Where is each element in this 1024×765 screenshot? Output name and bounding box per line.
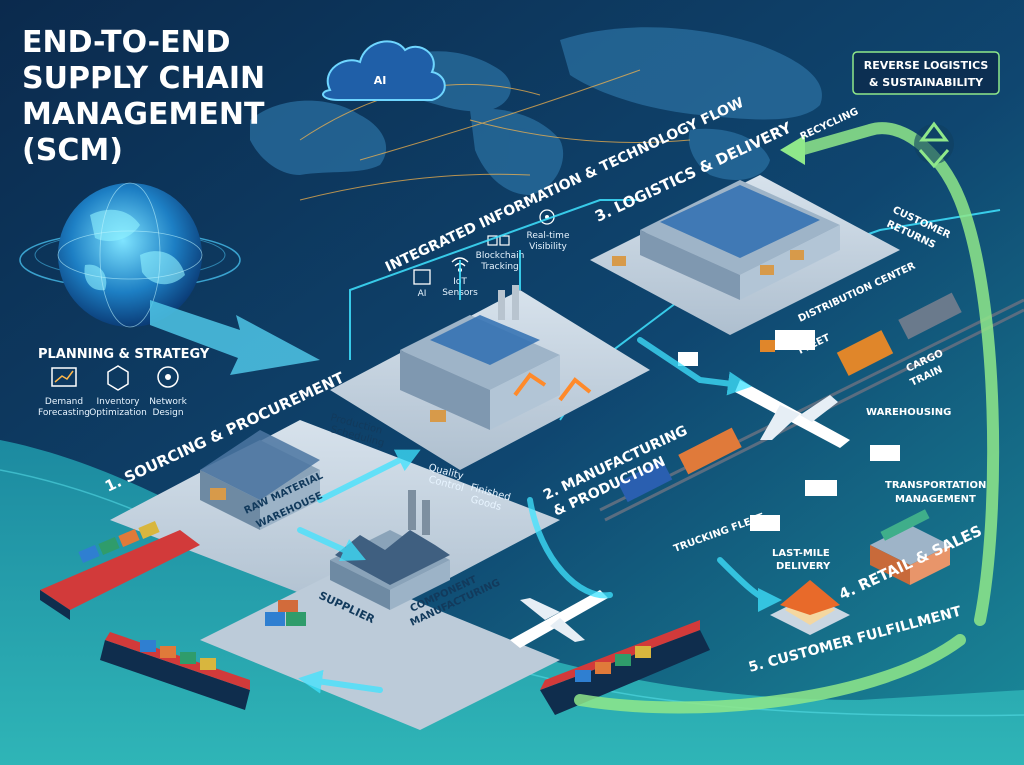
title-line-3: MANAGEMENT [22, 97, 265, 132]
chart-icon [51, 367, 77, 387]
supplier-containers [265, 600, 306, 626]
cloud-ai-label: AI [374, 74, 387, 87]
reverse-logistics-loop [574, 122, 1000, 714]
cargo-ship-2 [100, 632, 250, 710]
manufacturing-plant [400, 285, 592, 430]
planning-item-network: Network Design [149, 366, 188, 418]
tech-item-label: AI [418, 289, 427, 299]
planning-item-label: Network [149, 397, 187, 407]
tech-item-ai: AI [413, 269, 431, 299]
planning-item-label: Inventory [97, 397, 141, 407]
reverse-logistics-badge: REVERSE LOGISTICS & SUSTAINABILITY [852, 51, 1000, 95]
recycle-icon [914, 121, 954, 169]
transportation-management-line-2: MANAGEMENT [895, 494, 976, 505]
cloud-ai-icon: AI [322, 40, 446, 101]
globe-arrow [150, 300, 320, 375]
process-flow-arrows [297, 337, 782, 694]
title-line-2: SUPPLY CHAIN [22, 61, 265, 96]
tech-item-label: Blockchain [476, 251, 525, 261]
cargo-plane-1 [735, 380, 850, 448]
globe-icon [19, 182, 241, 328]
last-mile-line-1: LAST-MILE [772, 548, 830, 559]
raw-material-warehouse [200, 430, 320, 530]
retail-store [870, 509, 950, 585]
title-line-4: (SCM) [22, 133, 123, 168]
transportation-management-line-1: TRANSPORTATION [885, 480, 986, 491]
planning-item-label: Forecasting [38, 408, 90, 418]
cargo-train [599, 292, 1024, 522]
planning-item-label: Demand [45, 397, 83, 407]
cargo-ship-1 [40, 520, 200, 620]
distribution-center [612, 180, 840, 300]
page-title: END-TO-END SUPPLY CHAIN MANAGEMENT (SCM) [22, 25, 265, 168]
planning-item-forecasting: Demand Forecasting [38, 367, 90, 418]
planning-strategy-panel: PLANNING & STRATEGY Demand Forecasting I… [38, 347, 210, 418]
last-mile-line-2: DELIVERY [776, 561, 831, 572]
planning-title: PLANNING & STRATEGY [38, 347, 210, 362]
cargo-plane-2 [510, 590, 608, 648]
chip-icon [413, 269, 431, 285]
tech-item-label: Real-time [527, 231, 570, 241]
title-line-1: END-TO-END [22, 25, 231, 60]
warehousing-label: WAREHOUSING [866, 407, 951, 418]
planning-item-inventory: Inventory Optimization [89, 365, 147, 418]
tech-item-label: Tracking [480, 262, 518, 272]
trucks [678, 330, 900, 531]
planning-item-label: Design [152, 408, 183, 418]
planning-item-label: Optimization [89, 408, 147, 418]
network-icon [157, 366, 179, 388]
reverse-badge-line-2: & SUSTAINABILITY [869, 76, 984, 89]
recycling-arrow-head [780, 135, 805, 165]
tech-item-label: Visibility [529, 242, 567, 252]
boxes-icon [107, 365, 129, 391]
world-map [250, 27, 822, 195]
cargo-ship-3 [540, 620, 710, 715]
reverse-badge-line-1: REVERSE LOGISTICS [864, 59, 989, 72]
sea [0, 440, 1024, 765]
customer-house [770, 580, 850, 635]
